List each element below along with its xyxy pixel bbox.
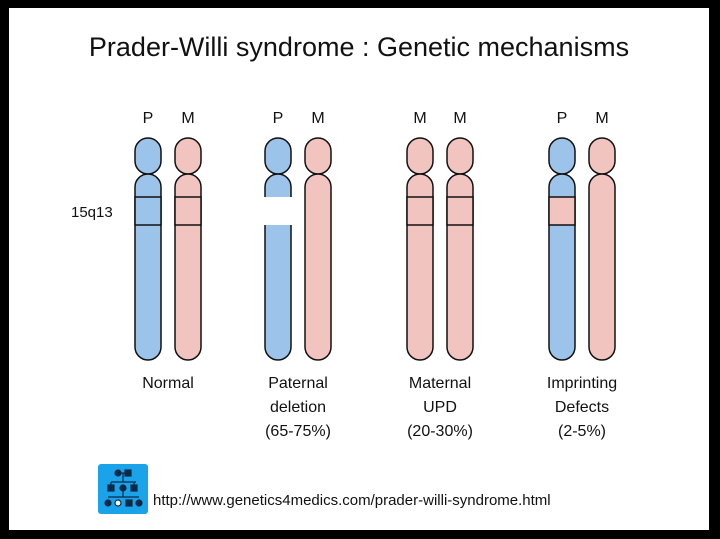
chromosome-short-arm xyxy=(134,137,162,175)
caption-line: (20-30%) xyxy=(407,423,473,440)
caption-line: Imprinting xyxy=(546,375,618,392)
chromosome-long-arm xyxy=(588,173,616,361)
group-caption: Normal xyxy=(98,372,238,396)
chromosome-short-arm xyxy=(174,137,202,175)
chromosome-origin-label: M xyxy=(181,110,194,127)
region-label: 15q13 xyxy=(71,204,113,221)
chromosome-origin-label: P xyxy=(557,110,568,127)
caption-line: UPD xyxy=(423,399,457,416)
caption-line: (65-75%) xyxy=(265,423,331,440)
region-15q13-band xyxy=(174,196,202,226)
chromosome-short-arm xyxy=(264,137,292,175)
caption-line: Paternal xyxy=(268,375,328,392)
chromosome-origin-label: M xyxy=(311,110,324,127)
region-15q13-band xyxy=(548,196,576,226)
chromosome-short-arm xyxy=(548,137,576,175)
deleted-region xyxy=(263,197,293,225)
chromosome-short-arm xyxy=(446,137,474,175)
chromosome-origin-label: P xyxy=(143,110,154,127)
pedigree-logo-icon xyxy=(98,464,148,514)
slide: Prader-Willi syndrome : Genetic mechanis… xyxy=(9,8,709,530)
region-15q13-band xyxy=(406,196,434,226)
chromosome-short-arm xyxy=(406,137,434,175)
chromosome-origin-label: P xyxy=(273,110,284,127)
caption-line: Normal xyxy=(142,375,194,392)
region-15q13-band xyxy=(134,196,162,226)
source-url[interactable]: http://www.genetics4medics.com/prader-wi… xyxy=(153,492,551,509)
chromosome-origin-label: M xyxy=(453,110,466,127)
chromosome-short-arm xyxy=(304,137,332,175)
caption-line: (2-5%) xyxy=(557,423,606,440)
caption-line: Defects xyxy=(554,399,610,416)
chromosome-origin-label: M xyxy=(595,110,608,127)
caption-line: Maternal xyxy=(408,375,472,392)
chromosome-long-arm xyxy=(304,173,332,361)
chromosome-short-arm xyxy=(588,137,616,175)
page-title: Prader-Willi syndrome : Genetic mechanis… xyxy=(88,32,630,62)
caption-line: deletion xyxy=(269,399,327,416)
region-15q13-band xyxy=(446,196,474,226)
group-caption: Paternal deletion (65-75%) xyxy=(228,372,368,444)
chromosome-origin-label: M xyxy=(413,110,426,127)
